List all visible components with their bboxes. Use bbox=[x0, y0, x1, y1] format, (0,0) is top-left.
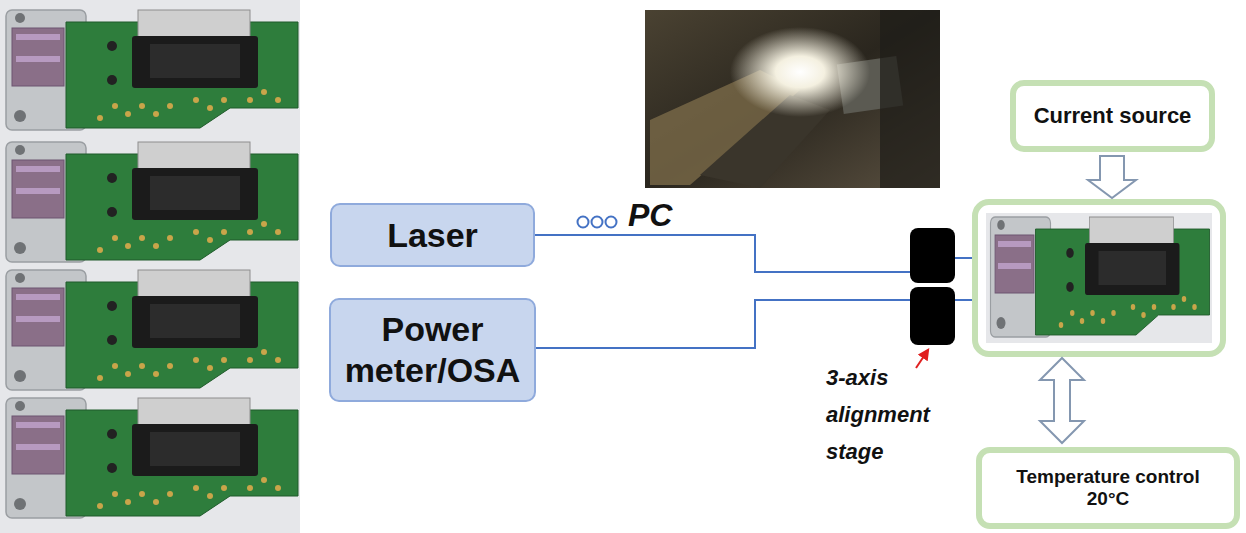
leader-arrow bbox=[916, 350, 928, 368]
device-holder bbox=[975, 202, 1223, 354]
component-label: PC bbox=[628, 198, 672, 233]
instrument-box: Laser bbox=[330, 203, 535, 267]
polarization-loop bbox=[592, 217, 603, 228]
setup-photo bbox=[645, 10, 940, 188]
alignment-stage bbox=[910, 228, 955, 368]
control-box: Current source bbox=[1010, 80, 1215, 152]
box-label: Current source bbox=[1034, 103, 1192, 129]
double-block-arrow bbox=[1040, 358, 1084, 443]
light-glow bbox=[730, 27, 870, 117]
box-label: Temperature control 20°C bbox=[994, 466, 1222, 510]
board-photo bbox=[6, 270, 298, 390]
block-arrow bbox=[1088, 156, 1136, 198]
device-frame bbox=[975, 202, 1223, 354]
board-photo bbox=[6, 10, 298, 130]
board-photo bbox=[6, 142, 298, 262]
stage-block bbox=[910, 228, 955, 283]
polarization-loop bbox=[606, 217, 617, 228]
control-box: Temperature control 20°C bbox=[976, 447, 1240, 529]
photo-shape bbox=[880, 10, 940, 188]
fiber-line bbox=[535, 300, 910, 348]
stage-block bbox=[910, 287, 955, 345]
box-label: Laser bbox=[387, 215, 478, 256]
instrument-box: Power meter/OSA bbox=[329, 298, 536, 402]
board-photo bbox=[991, 217, 1210, 337]
fiber-line bbox=[535, 235, 910, 272]
callout-label: 3-axis alignment stage bbox=[826, 360, 951, 471]
block-arrows bbox=[1040, 156, 1136, 443]
polarization-loop bbox=[578, 217, 589, 228]
fibers bbox=[535, 217, 975, 349]
photo-background bbox=[0, 0, 300, 533]
photo-background bbox=[986, 213, 1212, 343]
boards-photo bbox=[0, 0, 300, 533]
photo-background bbox=[645, 10, 940, 188]
box-label: Power meter/OSA bbox=[339, 309, 526, 391]
board-photo bbox=[6, 398, 298, 518]
